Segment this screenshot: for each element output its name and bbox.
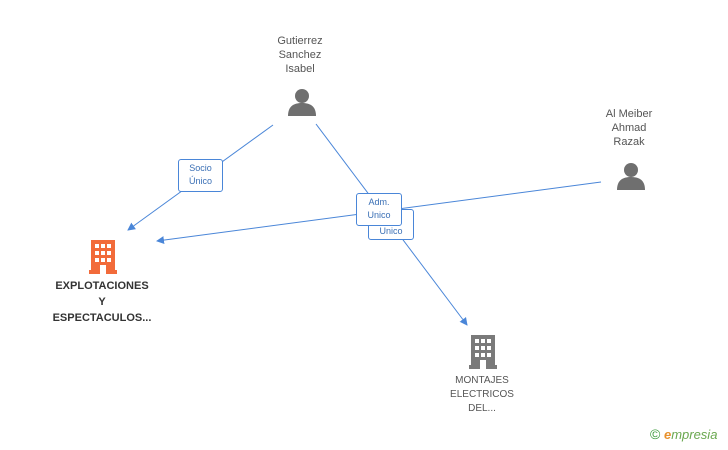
empresia-logo: © empresia: [650, 426, 717, 442]
building-icon[interactable]: [89, 240, 117, 274]
building-icon[interactable]: [469, 335, 497, 369]
brand-rest: mpresia: [671, 427, 718, 442]
copyright-icon: ©: [650, 426, 661, 442]
person-label-almeiber[interactable]: Al Meiber Ahmad Razak: [605, 108, 653, 148]
person-icon[interactable]: [288, 89, 316, 116]
company-label-explotaciones[interactable]: EXPLOTACIONES Y ESPECTACULOS...: [52, 280, 152, 324]
role-badge-adm-unico: Adm. Unico: [356, 193, 402, 226]
person-label-gutierrez[interactable]: Gutierrez Sanchez Isabel: [277, 35, 323, 75]
person-icon[interactable]: [617, 163, 645, 190]
role-badge-socio-unico: Socio Único: [178, 159, 223, 192]
company-label-montajes[interactable]: MONTAJES ELECTRICOS DEL...: [450, 375, 514, 414]
brand-e: e: [663, 427, 672, 442]
